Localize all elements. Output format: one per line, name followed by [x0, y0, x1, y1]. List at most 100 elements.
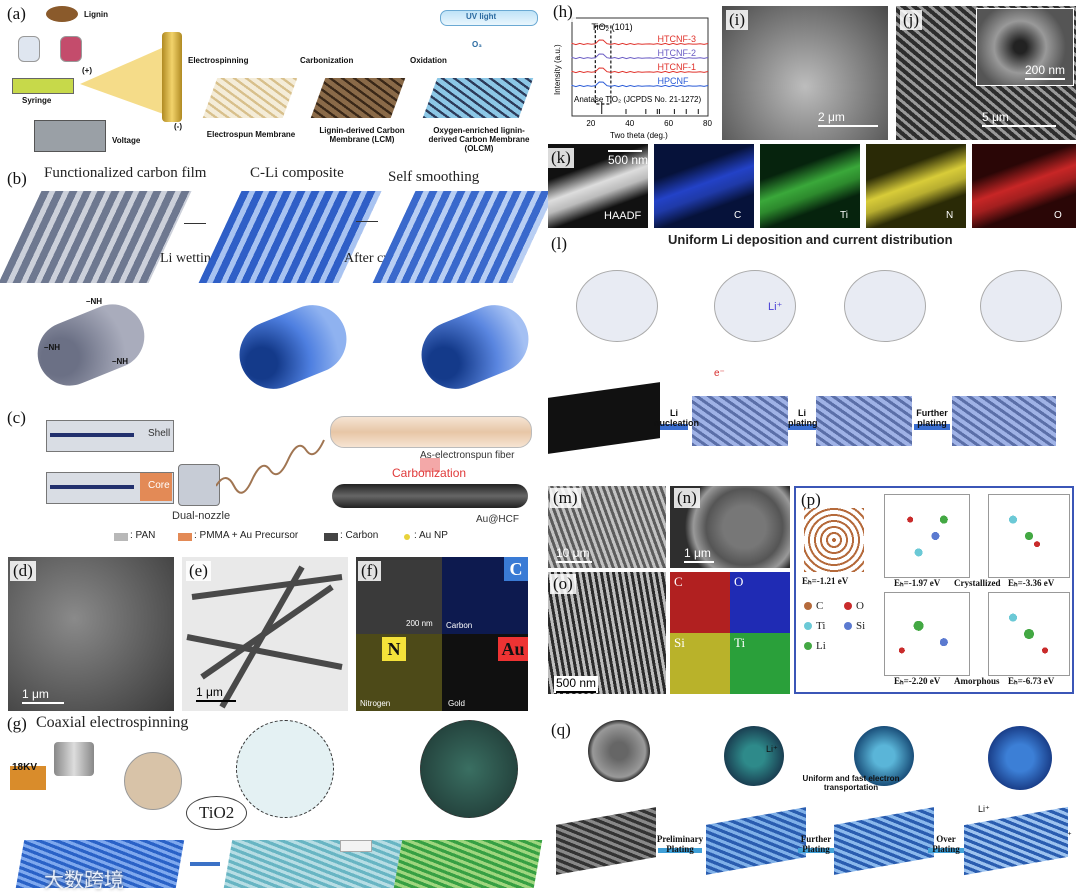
legend-au-text: : Au NP	[414, 530, 448, 541]
q-step-2: Further Plating	[794, 834, 838, 854]
haadf-label: HAADF	[604, 210, 641, 222]
scale-text-f: 200 nm	[406, 619, 433, 628]
nucleation-label: Li nucleation	[654, 408, 694, 428]
panel-label-b: (b)	[4, 169, 30, 189]
carbon-film-title: Functionalized carbon film	[44, 165, 206, 182]
panel-o: (o) 500 nm	[548, 572, 666, 694]
watermark: 大数跨境	[44, 864, 124, 893]
map-au-label: Au	[498, 637, 528, 661]
carbon-membrane	[311, 78, 406, 118]
minus-label: (-)	[174, 122, 182, 131]
legend-ti-text: Ti	[816, 620, 825, 632]
inset-scale-j: 200 nm	[1025, 63, 1065, 80]
lignin-label: Lignin	[84, 10, 108, 19]
graphene-sheet	[804, 508, 864, 572]
panel-m: (m) 10 μm	[548, 486, 666, 568]
fiber-c-li	[229, 295, 356, 399]
xrd-series-label-1: HTCNF-2	[657, 48, 696, 58]
q-strip-3	[834, 807, 934, 875]
nozzle-inset	[124, 752, 182, 810]
electron-transport-note: Uniform and fast electron transportation	[796, 774, 906, 792]
o-label-o: O	[734, 574, 743, 590]
mat-2	[224, 840, 402, 888]
zoom-circle-2	[420, 720, 518, 818]
legend-ti-dot	[804, 622, 812, 630]
scale-text-m: 10 μm	[556, 546, 590, 560]
shell-syringe-plunger	[50, 433, 134, 437]
core-syringe-plunger	[50, 485, 134, 489]
whipping-jet	[216, 430, 326, 520]
xrd-xtick-3: 80	[703, 119, 712, 128]
xrd-ref-label: Anatase TiO₂ (JCPDS No. 21-1272)	[574, 95, 701, 104]
scale-bar-o: 500 nm	[554, 676, 598, 693]
ozone-label: O₃	[472, 40, 482, 49]
panel-a: (a) Lignin Syringe (+) Voltage (-) Elect…	[0, 0, 545, 162]
energy-5: Eₕ=-6.73 eV	[1008, 676, 1054, 687]
panel-label-a: (a)	[4, 4, 29, 24]
k-label-o: O	[1054, 210, 1062, 221]
scale-text-n: 1 μm	[684, 546, 711, 560]
legend-pan-swatch	[114, 533, 128, 541]
fiber-smoothed	[411, 295, 538, 399]
legend-c: : PAN : PMMA + Au Precursor : Carbon : A…	[114, 530, 534, 546]
legend-carbon-text: : Carbon	[340, 530, 378, 541]
electron-label: e⁻	[714, 368, 725, 379]
panel-n: (n) 1 μm	[670, 486, 790, 568]
q-cross-section-4	[988, 726, 1052, 790]
legend-au-swatch	[404, 534, 410, 540]
panel-k: (k) 500 nm HAADF C Ti N O	[548, 144, 1076, 228]
membrane-3-caption: Oxygen-enriched lignin-derived Carbon Me…	[424, 126, 534, 153]
arrow-cycling	[356, 221, 378, 222]
bubble-1	[576, 270, 658, 342]
scale-text-j: 5 μm	[982, 110, 1009, 124]
carbon-caption: Carbon	[446, 621, 472, 630]
step-carbonization: Carbonization	[300, 56, 353, 65]
arrow-wetting	[184, 223, 206, 224]
zoom-circle-1	[236, 720, 334, 818]
cell-crystal-2	[988, 494, 1070, 578]
scale-bar-j: 5 μm	[982, 110, 1056, 127]
k-label-c: C	[734, 210, 741, 221]
legend-c-text: C	[816, 600, 823, 612]
panel-label-k: (k)	[548, 148, 574, 168]
scale-bar-d: 1 μm	[22, 687, 64, 704]
power-supply	[34, 120, 106, 152]
inset-scale-text-j: 200 nm	[1025, 63, 1065, 77]
xrd-xtick-2: 60	[664, 119, 673, 128]
energy-3: Eₕ=-3.36 eV	[1008, 578, 1054, 589]
atom-legend: C O Ti Si Li	[804, 600, 882, 660]
panel-label-j: (j)	[900, 10, 922, 30]
bubble-2	[714, 270, 796, 342]
coaxial-title: Coaxial electrospinning	[36, 714, 188, 732]
panel-q: (q) Li⁺ Li⁺ Li⁺ Uniform and fast electro…	[548, 712, 1076, 894]
q-strip-2	[706, 807, 806, 875]
kv-label: 18KV	[12, 762, 37, 773]
further-plating-label: Further plating	[910, 408, 954, 428]
l-title: Uniform Li deposition and current distri…	[668, 232, 953, 247]
c-li-title: C-Li composite	[250, 165, 344, 182]
q-cross-section-1	[588, 720, 650, 782]
gold-caption: Gold	[448, 699, 465, 708]
scale-bar-e: 1 μm	[196, 685, 236, 702]
carbon-film-mesh	[0, 191, 191, 283]
nh-label-1: –NH	[86, 297, 102, 306]
panel-i: (i) 2 μm	[722, 6, 888, 140]
scale-bar-k: 500 nm	[608, 150, 648, 167]
panel-label-i: (i)	[726, 10, 748, 30]
amorphous-label: Amorphous	[954, 676, 1000, 686]
smoothed-mesh	[373, 191, 556, 283]
dual-nozzle	[178, 464, 220, 506]
xrd-xlabel: Two theta (deg.)	[610, 131, 668, 140]
xrd-peak-label: TiO₂ (101)	[591, 22, 632, 32]
legend-li-text: Li	[816, 640, 826, 652]
q-strip-1	[556, 807, 656, 875]
black-fibers-block	[548, 382, 660, 454]
panel-label-h: (h)	[550, 2, 576, 22]
legend-o-text: O	[856, 600, 864, 612]
map-c-label: C	[504, 557, 528, 581]
uv-label: UV light	[466, 12, 496, 21]
inset-j: 200 nm	[976, 8, 1074, 86]
panel-j: (j) 200 nm 5 μm	[896, 6, 1076, 140]
q-step-3: Over Plating	[924, 834, 968, 854]
